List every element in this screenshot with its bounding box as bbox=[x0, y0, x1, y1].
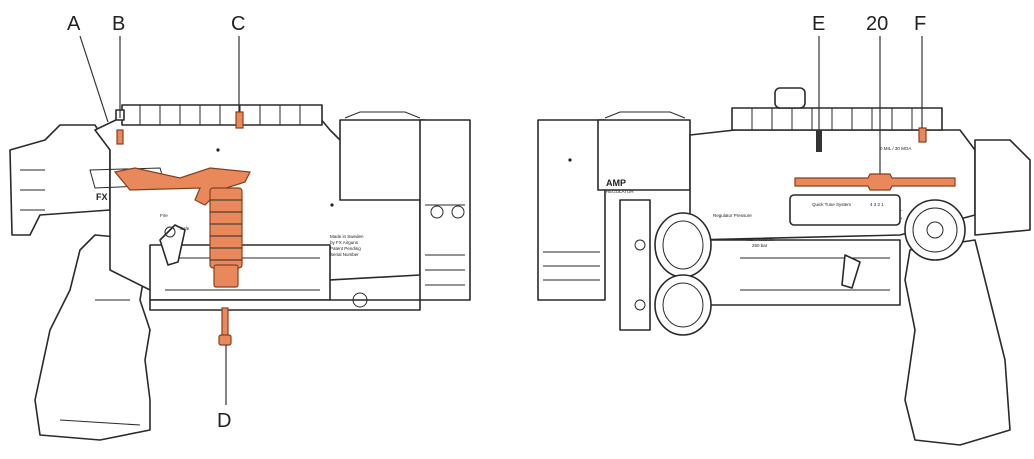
callout-e: E bbox=[812, 13, 825, 35]
marking-moa: 0 MIL / 30 MOA bbox=[880, 146, 911, 151]
screw-d-part bbox=[218, 307, 232, 346]
marking-safe: Safe bbox=[180, 226, 190, 231]
marking-plus: + bbox=[900, 216, 903, 221]
left-receiver-view: FX Fire Safe Made in Sweden by FX Airgun… bbox=[9, 104, 471, 441]
right-receiver-view: AMP REGULATOR Regulator Pressure Max Pre… bbox=[537, 87, 1031, 446]
tuning-wheel bbox=[904, 199, 966, 261]
callout-a: A bbox=[67, 13, 81, 35]
callout-c: C bbox=[231, 13, 245, 35]
screw-f-part bbox=[918, 127, 927, 143]
callout-d: D bbox=[217, 410, 231, 432]
marking-minus: − bbox=[900, 208, 903, 213]
marking-bar: 250 bar bbox=[752, 243, 768, 248]
callout-b: B bbox=[112, 13, 125, 35]
cocking-lever-part bbox=[113, 167, 251, 288]
marking-regulator: REGULATOR bbox=[606, 189, 634, 194]
screw-e-part bbox=[816, 130, 822, 152]
slot-20-part bbox=[794, 173, 956, 191]
marking-patent: Patent Pending bbox=[330, 246, 361, 251]
marking-reg-pressure: Regulator Pressure bbox=[713, 213, 752, 218]
marking-by: by FX Airguns bbox=[330, 240, 359, 245]
callout-20: 20 bbox=[866, 13, 888, 35]
marking-quick-tune: Quick Tune System bbox=[812, 202, 851, 207]
marking-serial: Serial Number bbox=[330, 252, 359, 257]
marking-max-pressure: Max Pressure bbox=[746, 237, 774, 242]
callout-line-a bbox=[79, 35, 109, 123]
marking-fire: Fire bbox=[160, 213, 168, 218]
regulator-gauges bbox=[619, 199, 712, 336]
marking-amp: AMP bbox=[606, 178, 626, 188]
screw-c-part bbox=[235, 111, 244, 129]
marking-made-in: Made in Sweden bbox=[330, 234, 364, 239]
marking-scale: 4 3 2 1 bbox=[870, 202, 884, 207]
logo-fx-left: FX bbox=[96, 192, 108, 202]
callout-f: F bbox=[914, 13, 926, 35]
